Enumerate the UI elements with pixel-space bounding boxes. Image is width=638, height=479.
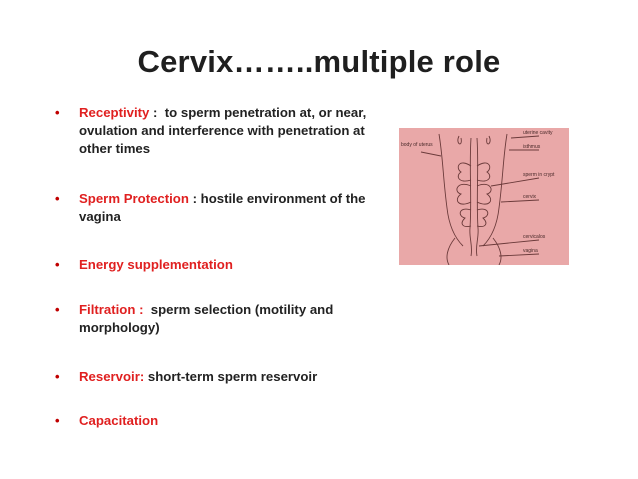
leader-crypt: [490, 177, 540, 187]
crypt-right-1: [476, 162, 491, 182]
vagina-left: [446, 237, 456, 265]
right-outer-wall: [482, 133, 508, 247]
slide-title: Cervix……..multiple role: [137, 44, 501, 79]
bullet-dot: •: [55, 105, 60, 120]
bullet-key: Reservoir:: [79, 369, 145, 384]
bullet-key: Sperm Protection: [79, 191, 189, 206]
crypt-right-3: [476, 208, 489, 227]
cervix-diagram-svg: body of uterus uterine cavity isthmus sp…: [401, 130, 555, 265]
canal-right: [476, 137, 479, 257]
bullet-key: Filtration :: [79, 302, 144, 317]
bullet-text: sperm selection (motility and morphology…: [79, 302, 334, 335]
leader-cavity: [510, 135, 540, 139]
bullet-key: Capacitation: [79, 413, 159, 428]
bullet-text: short-term sperm reservoir: [147, 369, 318, 384]
crypt-left-1: [457, 162, 472, 182]
label-isthmus: isthmus: [523, 144, 541, 150]
bullet-sep: :: [188, 191, 201, 206]
crypt-left-2: [456, 183, 472, 205]
crypt-left-3: [459, 208, 472, 227]
bullet-key: Receptivity: [79, 105, 150, 120]
crypt-right-2: [476, 183, 492, 205]
left-outer-wall: [438, 133, 464, 247]
bullet-text: to sperm penetration at, or near, ovulat…: [79, 105, 367, 156]
label-vagina: vagina: [523, 248, 538, 254]
top-loop-right: [486, 135, 491, 145]
label-cervicalos: cervicalos: [523, 234, 546, 240]
cervix-diagram: body of uterus uterine cavity isthmus sp…: [399, 128, 569, 265]
label-sperm-in-crypt: sperm in crypt: [523, 172, 555, 178]
bullet-sep: [143, 302, 150, 317]
bullet-dot: •: [55, 413, 60, 428]
canal-left: [469, 137, 472, 257]
bullet-text: hostile environment of the vagina: [79, 191, 366, 224]
label-body-of-uterus: body of uterus: [401, 142, 433, 148]
bullet-dot: •: [55, 369, 60, 384]
label-cervix: cervix: [523, 194, 537, 200]
label-uterine-cavity: uterine cavity: [523, 130, 553, 136]
vagina-right: [492, 237, 502, 265]
bullet-sep: :: [149, 105, 165, 120]
bullet-dot: •: [55, 302, 60, 317]
bullet-dot: •: [55, 257, 60, 272]
bullet-dot: •: [55, 191, 60, 206]
top-loop-left: [457, 135, 462, 145]
leader-os: [478, 239, 540, 247]
leader-body: [420, 151, 442, 157]
leader-cervix: [500, 199, 540, 203]
leader-vagina: [498, 253, 540, 257]
bullet-key: Energy supplementation: [79, 257, 233, 272]
